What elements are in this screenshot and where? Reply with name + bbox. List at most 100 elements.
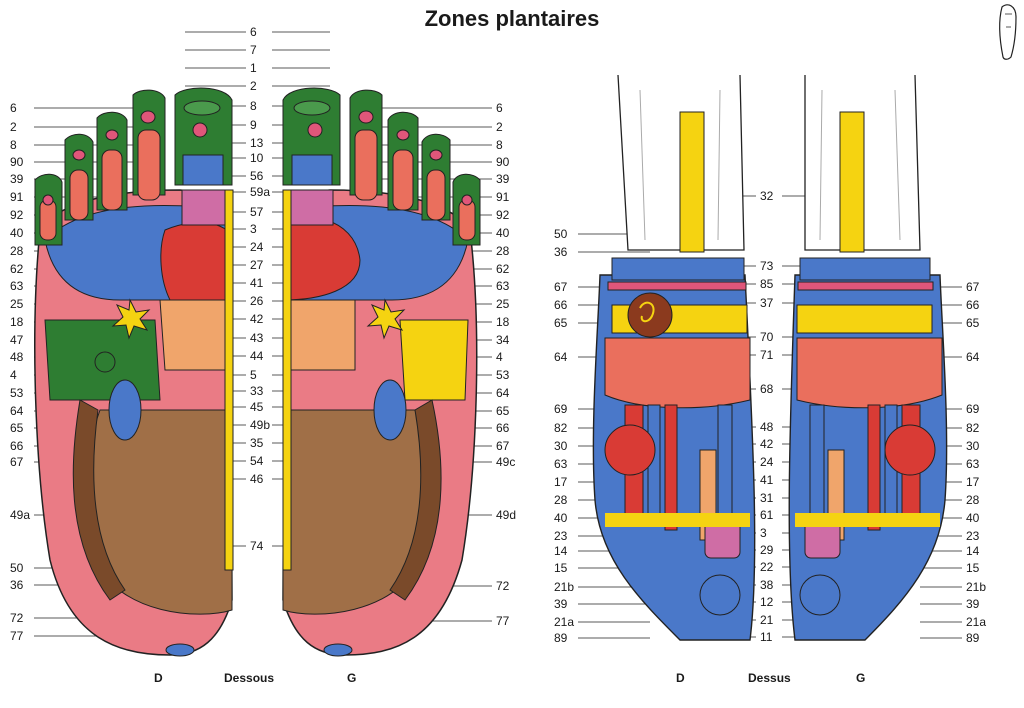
- zone-label-plantar-right: 2: [496, 120, 503, 134]
- caption-dessous: Dessous: [224, 671, 275, 685]
- zone-label-plantar-right: 72: [496, 579, 510, 593]
- zone-marker: [604, 424, 656, 476]
- zone-marker: [627, 292, 673, 338]
- zone-label-plantar-center: 10: [250, 151, 264, 165]
- zone-label-plantar-center: 1: [250, 61, 257, 75]
- zone-label-plantar-right: 63: [496, 279, 510, 293]
- plantar-foot-right: [34, 87, 234, 657]
- zone-label-dorsal-center: 12: [760, 595, 774, 609]
- solar-plexus-star: [111, 298, 151, 340]
- zone-label-dorsal-center: 37: [760, 296, 774, 310]
- zone-label-plantar-left: 90: [10, 155, 24, 169]
- zone-label-plantar-right: 65: [496, 404, 510, 418]
- dorsal-foot-left: [788, 74, 948, 641]
- zone-label-dorsal-right: 21b: [966, 580, 987, 594]
- zone-spine-leg: [839, 111, 865, 253]
- zone-label-plantar-left: 64: [10, 404, 24, 418]
- zone-label-plantar-left: 65: [10, 421, 24, 435]
- zone-label-dorsal-right: 40: [966, 511, 980, 525]
- zone-label-dorsal-right: 21a: [966, 615, 987, 629]
- zone-label-plantar-right: 53: [496, 368, 510, 382]
- zone-label-plantar-center: 43: [250, 331, 264, 345]
- zone-label-plantar-center: 7: [250, 43, 257, 57]
- zone-label-plantar-left: 92: [10, 208, 24, 222]
- zone-label-dorsal-left: 21b: [554, 580, 575, 594]
- zone-label-dorsal-left: 14: [554, 544, 568, 558]
- zone-thyroid: [181, 189, 231, 226]
- zone-label-plantar-center: 33: [250, 384, 264, 398]
- zone-label-dorsal-left: 64: [554, 350, 568, 364]
- zone-label-dorsal-left: 65: [554, 316, 568, 330]
- zone-label-plantar-center: 2: [250, 79, 257, 93]
- zone-marker: [884, 424, 936, 476]
- zone-label-plantar-left: 66: [10, 439, 24, 453]
- page-title: Zones plantaires: [424, 6, 600, 31]
- zone-label-dorsal-right: 15: [966, 561, 980, 575]
- zone-label-plantar-right: 66: [496, 421, 510, 435]
- zone-label-plantar-center: 49b: [250, 418, 271, 432]
- solar-plexus-star: [366, 298, 406, 340]
- zone-label-plantar-left: 62: [10, 262, 24, 276]
- zone-label-dorsal-right: 63: [966, 457, 980, 471]
- zone-label-dorsal-right: 67: [966, 280, 980, 294]
- zone-label-plantar-center: 42: [250, 312, 264, 326]
- zone-label-dorsal-right: 23: [966, 529, 980, 543]
- zone-label-dorsal-center: 41: [760, 473, 774, 487]
- zone-gallbladder: [94, 351, 116, 373]
- foot-logo-icon: [999, 4, 1017, 60]
- zone-label-dorsal-center: 70: [760, 330, 774, 344]
- zone-throat: [182, 154, 224, 186]
- zone-stomach: [160, 222, 233, 301]
- zone-label-dorsal-right: 66: [966, 298, 980, 312]
- zone-label-dorsal-center: 3: [760, 526, 767, 540]
- zone-lymph-band: [611, 257, 745, 281]
- zone-label-plantar-right: 39: [496, 172, 510, 186]
- zone-label-plantar-left: 39: [10, 172, 24, 186]
- zone-label-plantar-center: 9: [250, 118, 257, 132]
- zone-label-plantar-right: 40: [496, 226, 510, 240]
- zone-label-plantar-right: 49c: [496, 455, 516, 469]
- zone-lymph-band-2: [607, 281, 747, 291]
- zone-label-dorsal-left: 67: [554, 280, 568, 294]
- zone-label-dorsal-center: 68: [760, 382, 774, 396]
- zone-label-dorsal-right: 14: [966, 544, 980, 558]
- zone-label-plantar-right: 64: [496, 386, 510, 400]
- zone-label-plantar-left: 53: [10, 386, 24, 400]
- zone-label-dorsal-left: 69: [554, 402, 568, 416]
- zone-label-plantar-left: 50: [10, 561, 24, 575]
- zone-label-plantar-left: 2: [10, 120, 17, 134]
- zone-label-dorsal-center: 61: [760, 508, 774, 522]
- zone-label-plantar-left: 40: [10, 226, 24, 240]
- zone-label-plantar-center: 54: [250, 454, 264, 468]
- plantar-foot-left: [282, 87, 481, 657]
- zone-label-plantar-center: 56: [250, 169, 264, 183]
- zone-label-plantar-left: 67: [10, 455, 24, 469]
- zone-label-dorsal-center: 31: [760, 491, 774, 505]
- zone-label-dorsal-center: 71: [760, 348, 774, 362]
- zone-label-dorsal-left: 82: [554, 421, 568, 435]
- zone-label-plantar-right: 6: [496, 101, 503, 115]
- zone-label-plantar-center: 8: [250, 99, 257, 113]
- zone-label-plantar-center: 41: [250, 276, 264, 290]
- zone-kidney: [108, 379, 142, 441]
- zone-label-plantar-center: 44: [250, 349, 264, 363]
- zone-label-dorsal-right: 64: [966, 350, 980, 364]
- zone-label-dorsal-center: 32: [760, 189, 774, 203]
- zone-label-plantar-left: 8: [10, 138, 17, 152]
- zone-label-plantar-center: 6: [250, 25, 257, 39]
- zone-label-plantar-center: 46: [250, 472, 264, 486]
- zone-label-dorsal-center: 22: [760, 560, 774, 574]
- zone-label-plantar-left: 6: [10, 101, 17, 115]
- toe-3-neck: [101, 149, 123, 211]
- zone-label-plantar-center: 59a: [250, 185, 271, 199]
- zone-label-dorsal-center: 21: [760, 613, 774, 627]
- zone-label-plantar-center: 5: [250, 368, 257, 382]
- zone-label-dorsal-left: 28: [554, 493, 568, 507]
- toe-2-neck: [137, 129, 161, 201]
- zone-label-dorsal-right: 69: [966, 402, 980, 416]
- zone-label-dorsal-left: 39: [554, 597, 568, 611]
- zone-label-plantar-left: 36: [10, 578, 24, 592]
- toe-4-neck: [69, 169, 89, 221]
- caption-dessus: Dessus: [748, 671, 791, 685]
